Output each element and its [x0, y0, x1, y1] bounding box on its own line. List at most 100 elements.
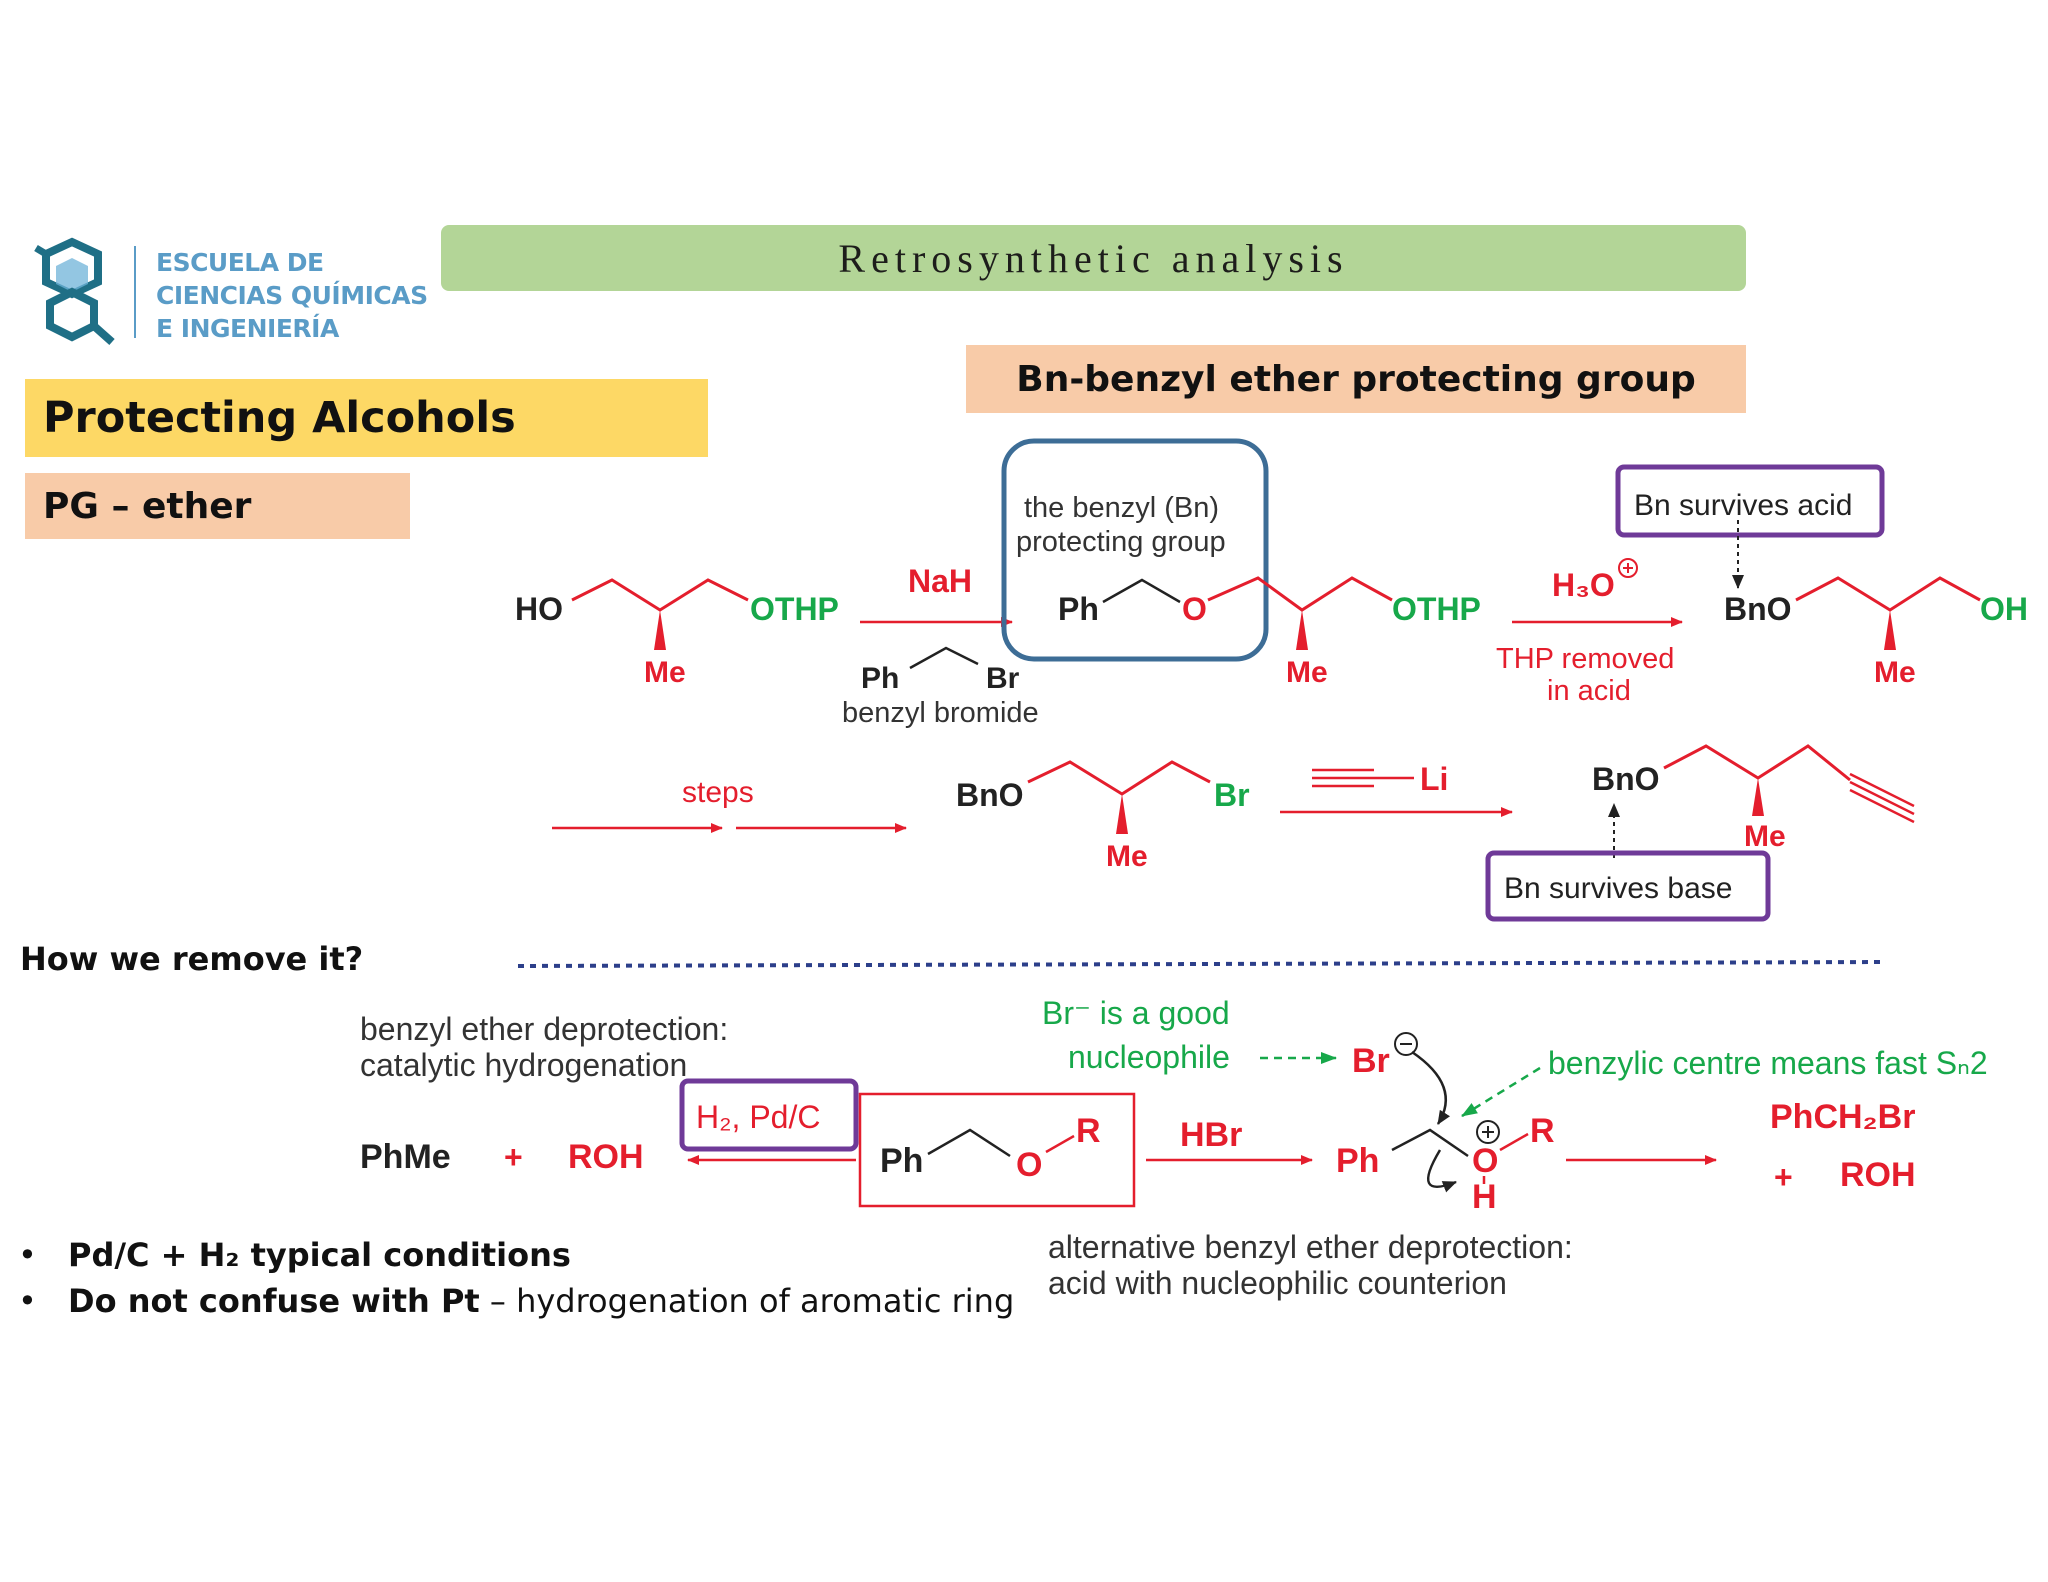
box-caption-1: the benzyl (Bn) [1024, 492, 1219, 524]
me-label-2: Me [1286, 656, 1328, 689]
curly-arrow-leave [1426, 1149, 1457, 1193]
h3o-label: H₃O [1552, 567, 1615, 603]
alkyne-end-3 [1849, 788, 1915, 824]
benzyl-ph-label: Ph [861, 662, 899, 695]
me-label-5: Me [1744, 820, 1786, 853]
bullet-2-rest: – hydrogenation of aromatic ring [479, 1282, 1015, 1320]
bullet-2-bold: Do not confuse with Pt [68, 1282, 480, 1320]
br-minus-label: Br [1352, 1042, 1390, 1080]
roh-label-1: ROH [568, 1138, 644, 1176]
wedge-me-3 [1884, 610, 1896, 650]
thp-removed-2: in acid [1547, 675, 1631, 707]
bullet-dot-1: • [18, 1236, 37, 1274]
wedge-me-2 [1296, 610, 1308, 650]
survives-acid-label: Bn survives acid [1634, 489, 1852, 522]
skeleton-3 [1795, 576, 1981, 612]
h2-pdc-box [679, 1078, 859, 1152]
br-good-1: Br⁻ is a good [1042, 995, 1230, 1031]
ph-label-2: Ph [880, 1142, 923, 1180]
ho-label: HO [515, 591, 563, 627]
o-label-3: O [1472, 1142, 1498, 1180]
box-caption-2: protecting group [1016, 526, 1226, 558]
phme-label: PhMe [360, 1138, 451, 1176]
phch2br-label: PhCH₂Br [1770, 1098, 1915, 1136]
wedge-me-5 [1752, 778, 1764, 816]
logo-line-2: CIENCIAS QUÍMICAS [156, 281, 428, 310]
o-label-1: O [1182, 591, 1207, 627]
othp-label-1: OTHP [750, 591, 839, 627]
ph-o-bond-2 [927, 1128, 1011, 1158]
logo-divider [134, 246, 136, 338]
curly-arrow-attack [1411, 1050, 1451, 1125]
hydro-caption-1: benzyl ether deprotection: [360, 1011, 728, 1047]
h-label: H [1472, 1178, 1497, 1216]
benzyl-br-label: Br [986, 662, 1020, 695]
ph-label-1: Ph [1058, 591, 1099, 627]
li-label: Li [1420, 761, 1448, 797]
logo-text: ESCUELA DE CIENCIAS QUÍMICAS E INGENIERÍ… [156, 246, 428, 345]
ph-o-bond-3 [1391, 1128, 1469, 1158]
benzylic-label: benzylic centre means fast Sₙ2 [1548, 1045, 1988, 1081]
section-heading: Protecting Alcohols [25, 379, 708, 457]
benzyl-bromide-bond [909, 646, 979, 670]
skeleton-1 [571, 578, 749, 612]
skeleton-2 [1207, 576, 1393, 612]
minus-charge-icon [1394, 1032, 1418, 1056]
oxonium-plus-icon [1476, 1120, 1500, 1144]
bno-label-2: BnO [956, 777, 1024, 813]
bullet-dot-2: • [18, 1282, 37, 1320]
nah-label: NaH [908, 563, 972, 599]
bullet-2: • Do not confuse with Pt – hydrogenation … [18, 1282, 1014, 1320]
alkyne-end-1 [1849, 772, 1915, 808]
r-label-2: R [1530, 1112, 1555, 1150]
h2-pdc-label: H₂, Pd/C [696, 1099, 820, 1135]
green-pointer-2 [1461, 1066, 1541, 1118]
skeleton-4 [1027, 760, 1211, 796]
hydro-caption-2: catalytic hydrogenation [360, 1047, 687, 1083]
thp-removed-1: THP removed [1496, 643, 1674, 675]
survives-base-box [1485, 850, 1771, 922]
section-divider [517, 960, 1887, 968]
steps-label: steps [682, 776, 754, 809]
r-label-1: R [1076, 1112, 1101, 1150]
bno-label-3: BnO [1592, 761, 1660, 797]
br-label-2: Br [1214, 777, 1250, 813]
br-good-2: nucleophile [1068, 1039, 1230, 1075]
skeleton-5 [1663, 744, 1851, 782]
bullet-1-text: Pd/C + H₂ typical conditions [68, 1236, 571, 1274]
slide-title: Retrosynthetic analysis [441, 225, 1746, 291]
bn-group-box [1001, 438, 1269, 662]
me-label-4: Me [1106, 840, 1148, 873]
o-r-bond [1045, 1134, 1075, 1154]
survives-base-label: Bn survives base [1504, 872, 1732, 905]
o-r-bond-2 [1499, 1132, 1529, 1152]
subsection-heading: PG – ether [25, 473, 410, 539]
plus-label-2: + [1774, 1159, 1793, 1195]
wedge-me-1 [654, 610, 666, 650]
oh-label: OH [1980, 591, 2028, 627]
benzyl-bromide-caption: benzyl bromide [842, 697, 1039, 729]
o-label-2: O [1016, 1146, 1042, 1184]
othp-label-2: OTHP [1392, 591, 1481, 627]
survives-acid-box [1615, 464, 1885, 538]
roh-label-2: ROH [1840, 1156, 1916, 1194]
logo-line-3: E INGENIERÍA [156, 314, 339, 343]
alt-caption-2: acid with nucleophilic counterion [1048, 1265, 1507, 1301]
plus-label: + [504, 1139, 523, 1175]
hbr-label: HBr [1180, 1116, 1242, 1154]
logo-line-1: ESCUELA DE [156, 248, 324, 277]
substrate-box [858, 1092, 1136, 1208]
wedge-me-4 [1116, 794, 1128, 834]
school-logo-icon [34, 237, 115, 345]
ph-o-bond-1 [1102, 578, 1181, 604]
ph-label-3: Ph [1336, 1142, 1379, 1180]
plus-charge-icon [1618, 558, 1638, 578]
removal-question: How we remove it? [20, 940, 364, 978]
me-label-1: Me [644, 656, 686, 689]
alkyne-end-2 [1849, 780, 1915, 816]
alt-caption-1: alternative benzyl ether deprotection: [1048, 1229, 1573, 1265]
topic-banner: Bn-benzyl ether protecting group [966, 345, 1746, 413]
bno-label-1: BnO [1724, 591, 1792, 627]
me-label-3: Me [1874, 656, 1916, 689]
